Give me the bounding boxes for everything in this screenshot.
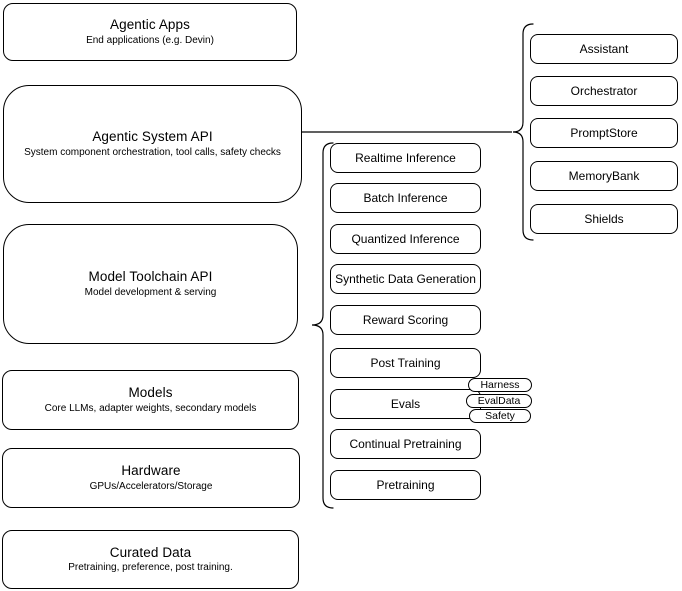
component-orchestrator: Orchestrator (530, 76, 678, 106)
toolchain-item-reward-scoring: Reward Scoring (330, 305, 481, 335)
evals-tag-harness: Harness (468, 378, 532, 392)
layer-title: Model Toolchain API (88, 269, 213, 285)
layer-title: Hardware (121, 463, 181, 479)
toolchain-item-continual-pretraining: Continual Pretraining (330, 429, 481, 459)
layer-box-models: Models Core LLMs, adapter weights, secon… (2, 370, 299, 430)
layer-subtitle: GPUs/Accelerators/Storage (89, 480, 213, 492)
layer-title: Curated Data (109, 544, 192, 560)
toolchain-item-batch-inference: Batch Inference (330, 183, 481, 213)
layer-title: Agentic System API (92, 129, 213, 145)
layer-title: Models (128, 385, 173, 401)
component-shields: Shields (530, 204, 678, 234)
toolchain-item-quantized-inference: Quantized Inference (330, 224, 481, 254)
toolchain-item-synthetic-data-generation: Synthetic Data Generation (330, 264, 481, 294)
layer-subtitle: Pretraining, preference, post training. (68, 562, 233, 574)
layer-subtitle: End applications (e.g. Devin) (86, 34, 214, 46)
toolchain-item-post-training: Post Training (330, 348, 481, 378)
layer-box-curated-data: Curated Data Pretraining, preference, po… (2, 530, 299, 589)
layer-title: Agentic Apps (109, 17, 190, 33)
evals-tag-safety: Safety (469, 409, 531, 423)
layer-subtitle: Model development & serving (84, 286, 217, 298)
component-memorybank: MemoryBank (530, 161, 678, 191)
layer-subtitle: Core LLMs, adapter weights, secondary mo… (44, 402, 257, 414)
toolchain-item-realtime-inference: Realtime Inference (330, 143, 481, 173)
evals-tag-evaldata: EvalData (466, 394, 532, 408)
layer-subtitle: System component orchestration, tool cal… (24, 146, 281, 158)
component-promptstore: PromptStore (530, 118, 678, 148)
layer-box-agentic-system-api: Agentic System API System component orch… (3, 85, 302, 203)
toolchain-item-pretraining: Pretraining (330, 470, 481, 500)
component-assistant: Assistant (530, 34, 678, 64)
layer-box-model-toolchain-api: Model Toolchain API Model development & … (3, 224, 298, 344)
layer-box-hardware: Hardware GPUs/Accelerators/Storage (2, 448, 300, 508)
toolchain-item-evals: Evals (330, 389, 481, 419)
layer-box-agentic-apps: Agentic Apps End applications (e.g. Devi… (3, 3, 297, 61)
